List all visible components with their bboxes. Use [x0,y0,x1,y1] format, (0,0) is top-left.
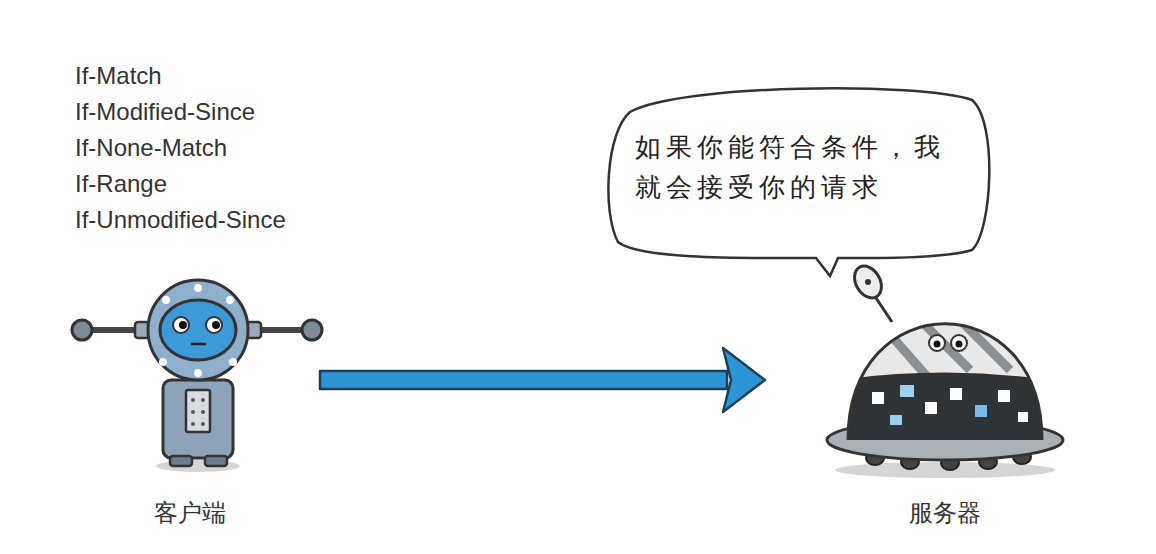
robot-node: 客户端 [60,275,320,535]
speech-text: 如果你能符合条件，我 就会接受你的请求 [635,127,970,207]
speech-bubble: 如果你能符合条件，我 就会接受你的请求 [600,82,995,277]
request-arrow [320,348,765,412]
server-robot [827,261,1063,478]
header-name: If-Unmodified-Since [75,202,286,238]
bubble-path [608,88,989,276]
header-name: If-Modified-Since [75,94,286,130]
header-name: If-Range [75,166,286,202]
header-name: If-None-Match [75,130,286,166]
robot-label: 服务器 [909,497,981,529]
robot-label: 客户端 [154,497,226,529]
arrow-shaft [320,371,727,389]
client-robot [72,280,322,472]
header-name: If-Match [75,58,286,94]
robot-node: 服务器 [765,275,1075,535]
header-list: If-MatchIf-Modified-SinceIf-None-MatchIf… [75,58,286,238]
arrow-head [723,348,765,412]
